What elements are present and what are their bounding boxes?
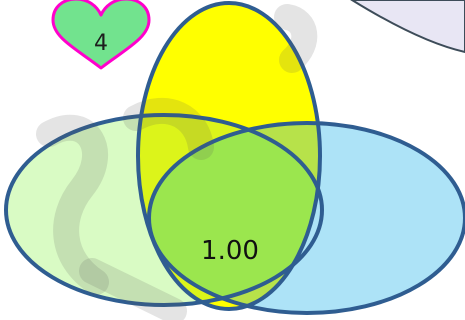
venn-top-outline — [136, 1, 322, 311]
heart-count-label: 4 — [94, 31, 108, 56]
center-overlap-region[interactable] — [149, 123, 465, 313]
corner-panel — [350, 0, 465, 54]
center-value-label: 1.00 — [201, 236, 259, 266]
venn-left-outline — [4, 113, 324, 307]
watermark-overlay — [36, 4, 318, 320]
heart-badge — [51, 0, 151, 70]
venn-right-outline — [147, 121, 465, 315]
